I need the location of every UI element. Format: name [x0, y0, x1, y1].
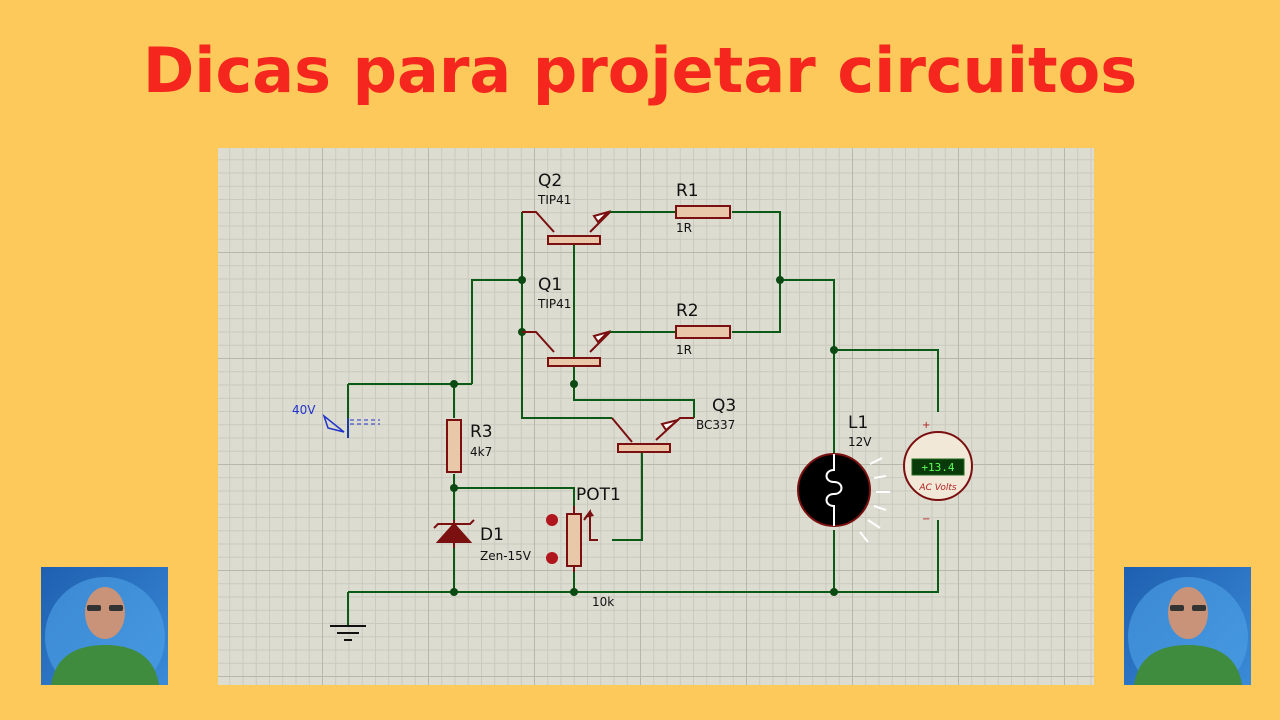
voltmeter-mode: AC Volts [918, 483, 956, 493]
potentiometer-pot1[interactable] [546, 506, 598, 572]
d1-ref: D1 [480, 525, 504, 545]
presenter-avatar-left [41, 567, 168, 685]
q1-ref: Q1 [538, 275, 562, 295]
q2-value: TIP41 [537, 193, 571, 207]
circuit-schematic: Q2 TIP41 Q1 TIP41 Q3 BC337 R1 1R R2 1R R… [218, 148, 1094, 685]
r2-ref: R2 [676, 301, 699, 321]
r3-ref: R3 [470, 422, 493, 442]
q3-value: BC337 [696, 418, 735, 432]
l1-ref: L1 [848, 413, 868, 433]
presenter-avatar-right [1124, 567, 1251, 685]
ground-symbol [330, 625, 366, 641]
lamp-glow-rays [859, 457, 890, 543]
resistor-r2[interactable] [675, 325, 731, 339]
resistor-r1[interactable] [675, 205, 731, 219]
pot1-value: 10k [592, 595, 614, 609]
q3-ref: Q3 [712, 396, 736, 416]
l1-value: 12V [848, 435, 872, 449]
voltmeter-minus: − [922, 514, 930, 525]
voltmeter[interactable]: +13.4 AC Volts [903, 431, 973, 501]
transistor-q2[interactable] [522, 209, 612, 245]
wires [347, 211, 939, 626]
q1-value: TIP41 [537, 297, 571, 311]
r3-value: 4k7 [470, 445, 492, 459]
voltmeter-reading: +13.4 [921, 461, 954, 474]
d1-value: Zen-15V [480, 549, 532, 563]
r1-value: 1R [676, 221, 692, 235]
zener-diode-d1[interactable] [433, 519, 475, 548]
source-value: 40V [292, 403, 316, 417]
transistor-q1[interactable] [522, 329, 612, 367]
lamp-l1[interactable] [797, 453, 890, 543]
voltmeter-plus: + [922, 420, 930, 431]
transistor-q3[interactable] [611, 417, 694, 453]
r2-value: 1R [676, 343, 692, 357]
q2-ref: Q2 [538, 171, 562, 191]
r1-ref: R1 [676, 181, 699, 201]
pot1-ref: POT1 [576, 485, 621, 505]
video-title: Dicas para projetar circuitos [142, 34, 1138, 107]
resistor-r3[interactable] [446, 419, 462, 473]
voltage-source-terminal[interactable] [322, 413, 380, 438]
